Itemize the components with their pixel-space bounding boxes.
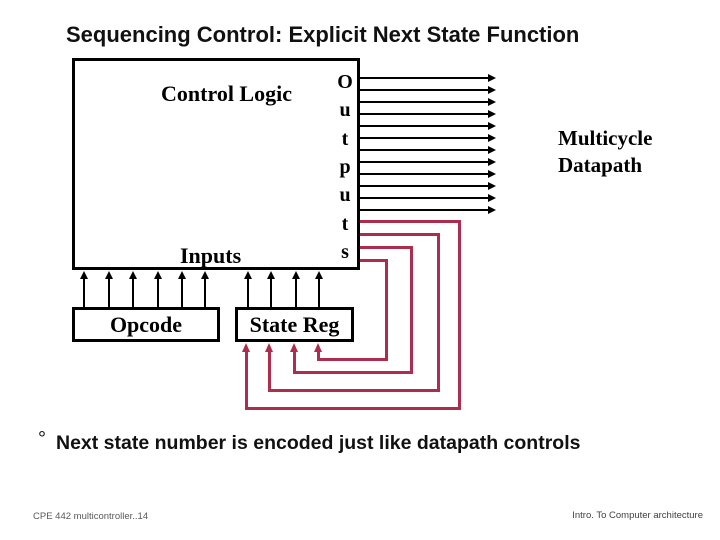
output-signal-line: [360, 209, 488, 211]
output-signal-line: [360, 113, 488, 115]
output-signal-line: [360, 149, 488, 151]
input-arrowhead-icon: [129, 271, 137, 279]
output-arrowhead-icon: [488, 110, 496, 118]
input-arrowhead-icon: [267, 271, 275, 279]
input-arrowhead-icon: [80, 271, 88, 279]
state-reg-box: State Reg: [235, 307, 354, 342]
output-arrowhead-icon: [488, 98, 496, 106]
input-arrowhead-icon: [105, 271, 113, 279]
output-signal-line: [360, 173, 488, 175]
outputs-letter: p: [339, 155, 351, 178]
input-signal-line: [204, 279, 206, 307]
output-arrowhead-icon: [488, 74, 496, 82]
input-signal-line: [295, 279, 297, 307]
output-arrowhead-icon: [488, 86, 496, 94]
next-state-arrowhead-icon: [242, 343, 250, 352]
next-state-wire-up: [317, 351, 320, 358]
output-arrowhead-icon: [488, 182, 496, 190]
output-arrowhead-icon: [488, 158, 496, 166]
bullet-text: Next state number is encoded just like d…: [56, 432, 581, 454]
output-arrowhead-icon: [488, 134, 496, 142]
next-state-wire-out: [360, 233, 440, 236]
input-arrowhead-icon: [315, 271, 323, 279]
input-signal-line: [157, 279, 159, 307]
next-state-wire-return: [245, 407, 461, 410]
output-arrowhead-icon: [488, 122, 496, 130]
input-signal-line: [270, 279, 272, 307]
next-state-wire-up: [245, 351, 248, 407]
opcode-label: Opcode: [109, 311, 183, 337]
next-state-wire-out: [360, 259, 388, 262]
state-reg-label: State Reg: [249, 311, 340, 337]
outputs-letter: t: [341, 127, 349, 150]
output-signal-line: [360, 197, 488, 199]
output-signal-line: [360, 101, 488, 103]
outputs-letter: u: [339, 99, 351, 122]
output-signal-line: [360, 77, 488, 79]
next-state-wire-up: [293, 351, 296, 371]
next-state-wire-down: [385, 259, 388, 361]
control-logic-label: Control Logic: [161, 81, 292, 106]
next-state-wire-return: [317, 358, 388, 361]
slide-title: Sequencing Control: Explicit Next State …: [66, 22, 580, 47]
outputs-letter: O: [337, 71, 353, 93]
outputs-letter: u: [339, 184, 351, 207]
input-signal-line: [132, 279, 134, 307]
input-arrowhead-icon: [292, 271, 300, 279]
bullet-marker: °: [38, 428, 46, 450]
input-signal-line: [83, 279, 85, 307]
output-signal-line: [360, 185, 488, 187]
input-signal-line: [108, 279, 110, 307]
next-state-wire-down: [437, 233, 440, 392]
output-arrowhead-icon: [488, 206, 496, 214]
next-state-wire-return: [293, 371, 413, 374]
footer-course-label: CPE 442 multicontroller..14: [33, 511, 149, 522]
input-arrowhead-icon: [178, 271, 186, 279]
next-state-wire-up: [268, 351, 271, 389]
footer-course-title: Intro. To Computer architecture: [572, 510, 703, 521]
output-signal-line: [360, 137, 488, 139]
opcode-box: Opcode: [72, 307, 220, 342]
output-signal-line: [360, 161, 488, 163]
next-state-arrowhead-icon: [290, 343, 298, 352]
inputs-label: Inputs: [180, 243, 242, 268]
output-arrowhead-icon: [488, 194, 496, 202]
multicycle-datapath-label: Multicycle Datapath: [558, 126, 653, 178]
input-signal-line: [318, 279, 320, 307]
next-state-wire-return: [268, 389, 440, 392]
input-signal-line: [247, 279, 249, 307]
outputs-vertical-label: O u t p u t s: [333, 72, 357, 262]
output-arrowhead-icon: [488, 170, 496, 178]
outputs-letter: s: [341, 240, 349, 263]
next-state-arrowhead-icon: [314, 343, 322, 352]
control-logic-box: [72, 58, 360, 270]
input-signal-line: [181, 279, 183, 307]
output-signal-line: [360, 89, 488, 91]
next-state-wire-down: [458, 220, 461, 410]
output-arrowhead-icon: [488, 146, 496, 154]
input-arrowhead-icon: [201, 271, 209, 279]
input-arrowhead-icon: [244, 271, 252, 279]
next-state-wire-out: [360, 220, 461, 223]
output-signal-line: [360, 125, 488, 127]
outputs-letter: t: [341, 212, 349, 235]
input-arrowhead-icon: [154, 271, 162, 279]
next-state-wire-down: [410, 246, 413, 374]
next-state-wire-out: [360, 246, 413, 249]
next-state-arrowhead-icon: [265, 343, 273, 352]
